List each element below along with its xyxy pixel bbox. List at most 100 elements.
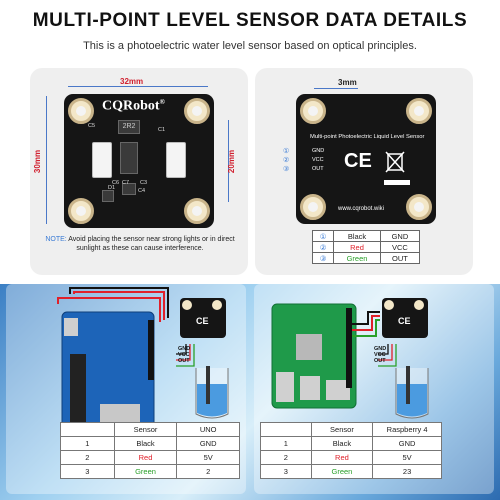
pin-label: GND <box>312 148 325 154</box>
table-row: 2 Red 5V <box>60 450 240 465</box>
uno-wire-label: GND <box>178 346 191 352</box>
silk-label: D1 <box>108 185 116 191</box>
table-row: 2 Red 5V <box>260 450 442 465</box>
table-row: ③ Green OUT <box>311 252 421 264</box>
placement-note: NOTE: Avoid placing the sensor near stro… <box>45 236 235 252</box>
table-cell: Green <box>310 464 374 479</box>
wiring-diagram: CE CE <box>57 287 429 435</box>
diode-chip <box>102 190 114 202</box>
pin-number: ① <box>283 148 290 155</box>
height-dimension-right: 20mm <box>227 149 237 174</box>
table-row: 1 Black GND <box>60 436 240 451</box>
table-cell: 1 <box>260 436 312 451</box>
table-cell: Red <box>310 450 374 465</box>
silk-label: C5 <box>88 123 96 129</box>
table-cell: 1 <box>60 436 115 451</box>
table-cell: 23 <box>372 464 442 479</box>
table-row: ① Black GND <box>311 230 421 242</box>
table-cell: 3 <box>60 464 115 479</box>
hole-dimension-line <box>314 88 358 89</box>
weee-bar-icon <box>384 180 410 185</box>
uno-wire-label: VCC <box>178 352 190 358</box>
uno-connection-table: Sensor UNO 1 Black GND 2 Red 5V 3 Green … <box>60 422 240 479</box>
weee-bin-icon <box>385 151 405 173</box>
table-header-cell: Sensor <box>310 422 374 437</box>
pin-label: VCC <box>312 157 324 163</box>
table-cell: 2 <box>176 464 240 479</box>
connector-left <box>92 142 112 178</box>
table-cell: Black <box>113 436 178 451</box>
table-row: 1 Black GND <box>260 436 442 451</box>
table-cell: OUT <box>379 252 421 264</box>
page-subtitle: This is a photoelectric water level sens… <box>83 40 417 52</box>
transistor-chip <box>122 183 136 195</box>
height-dimension-left: 30mm <box>33 149 43 174</box>
uno-wire-label: OUT <box>178 358 190 364</box>
table-cell: Black <box>333 230 381 242</box>
pin-label: OUT <box>312 166 324 172</box>
pi-wire-label: GND <box>374 346 387 352</box>
board-title: Multi-point Photoelectric Liquid Level S… <box>310 134 425 140</box>
mount-hole-icon <box>406 194 432 220</box>
table-header-cell <box>260 422 312 437</box>
table-cell: ② <box>311 241 335 253</box>
pi-wire-label: VCC <box>374 352 386 358</box>
table-row: 3 Green 23 <box>260 464 442 479</box>
mount-hole-icon <box>68 198 94 224</box>
mount-hole-icon <box>406 98 432 124</box>
table-cell: Green <box>333 252 381 264</box>
table-row: ② Red VCC <box>311 241 421 253</box>
table-header-cell: Raspberry 4 <box>372 422 442 437</box>
board-brand: CQRobot® <box>102 98 165 114</box>
website-label: www.cqrobot.wiki <box>338 206 385 212</box>
table-cell: 5V <box>372 450 442 465</box>
mount-hole-icon <box>184 98 210 124</box>
table-cell: GND <box>372 436 442 451</box>
connector-right <box>166 142 186 178</box>
mount-hole-icon <box>300 194 326 220</box>
hole-dimension: 3mm <box>338 78 357 87</box>
inductor-chip: 2R2 <box>118 120 140 134</box>
table-row: 3 Green 2 <box>60 464 240 479</box>
svg-text:CE: CE <box>398 316 411 326</box>
ic-chip <box>120 142 138 174</box>
height-dimension-line-left <box>46 96 47 224</box>
silk-label: C6 <box>112 180 120 186</box>
table-header-row: Sensor Raspberry 4 <box>260 422 442 437</box>
table-header-cell <box>60 422 115 437</box>
silk-label: C1 <box>158 127 166 133</box>
mount-hole-icon <box>68 98 94 124</box>
table-cell: ③ <box>311 252 335 264</box>
table-cell: 5V <box>176 450 240 465</box>
table-cell: Red <box>333 241 381 253</box>
pin-color-table: ① Black GND ② Red VCC ③ Green OUT <box>311 230 421 264</box>
wiring-scene: CE CE GND VCC OUT GND VCC OUT <box>0 284 500 500</box>
silk-label: C4 <box>138 188 146 194</box>
table-cell: GND <box>379 230 421 242</box>
ce-mark-icon: CE <box>344 150 372 172</box>
table-cell: 2 <box>60 450 115 465</box>
silk-label: C7 <box>122 180 130 186</box>
width-dimension-line <box>68 86 208 87</box>
table-cell: Green <box>113 464 178 479</box>
table-cell: Black <box>310 436 374 451</box>
table-header-cell: UNO <box>176 422 240 437</box>
table-header-cell: Sensor <box>113 422 178 437</box>
table-cell: GND <box>176 436 240 451</box>
silk-label: C3 <box>140 180 148 186</box>
pi-connection-table: Sensor Raspberry 4 1 Black GND 2 Red 5V … <box>260 422 442 479</box>
table-header-row: Sensor UNO <box>60 422 240 437</box>
height-dimension-line-right <box>228 120 229 202</box>
pin-number: ② <box>283 157 290 164</box>
mount-hole-icon <box>300 98 326 124</box>
table-cell: Red <box>113 450 178 465</box>
table-cell: ① <box>311 230 335 242</box>
mount-hole-icon <box>184 198 210 224</box>
table-cell: 3 <box>260 464 312 479</box>
table-cell: VCC <box>379 241 421 253</box>
pin-number: ③ <box>283 166 290 173</box>
svg-text:CE: CE <box>196 316 209 326</box>
width-dimension: 32mm <box>120 77 144 86</box>
page-title: MULTI-POINT LEVEL SENSOR DATA DETAILS <box>32 10 468 31</box>
pi-wire-label: OUT <box>374 358 386 364</box>
